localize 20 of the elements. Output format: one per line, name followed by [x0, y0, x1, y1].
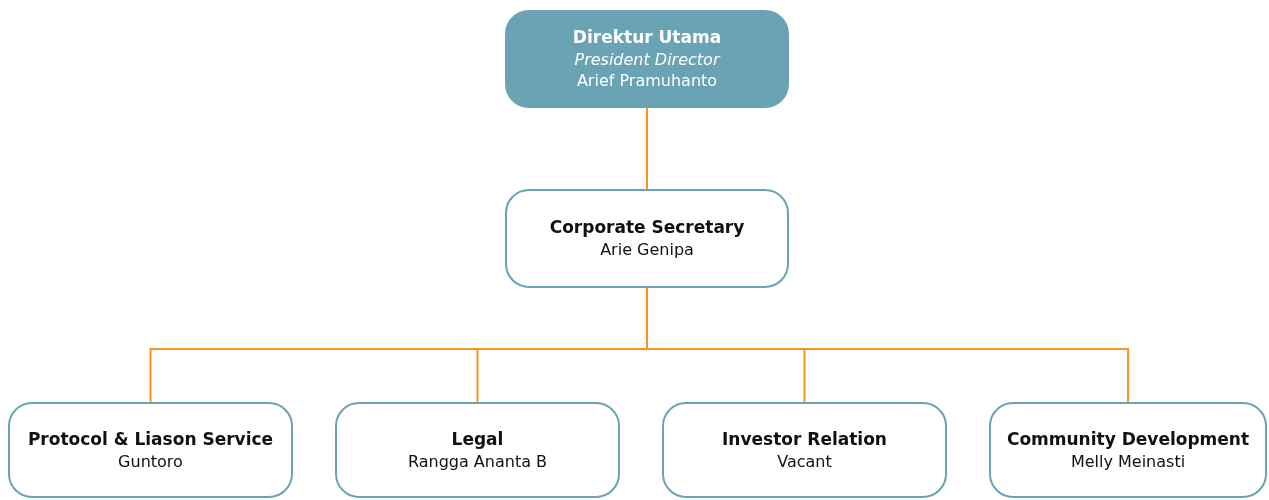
position-title: Community Development [1006, 427, 1250, 451]
person-name: Guntoro [118, 450, 183, 473]
position-title: Legal [451, 427, 504, 451]
person-name: Arief Pramuhanto [576, 70, 718, 93]
person-name: Arie Genipa [600, 239, 694, 261]
position-title: Investor Relation [722, 427, 887, 451]
position-title: Corporate Secretary [549, 216, 745, 240]
position-box [8, 402, 293, 498]
position-title: Protocol & Liason Service [27, 427, 274, 451]
position-box [335, 402, 620, 498]
person-name: Vacant [777, 450, 832, 473]
position-title: Direktur Utama [572, 25, 722, 49]
position-box [989, 402, 1267, 498]
position-subtitle: President Director [574, 48, 720, 71]
person-name: Rangga Ananta B [407, 450, 548, 473]
position-box [662, 402, 947, 498]
executive-box [505, 10, 789, 108]
person-name: Melly Meinasti [1070, 450, 1186, 473]
position-box [505, 189, 789, 288]
connector-line [646, 107, 648, 190]
